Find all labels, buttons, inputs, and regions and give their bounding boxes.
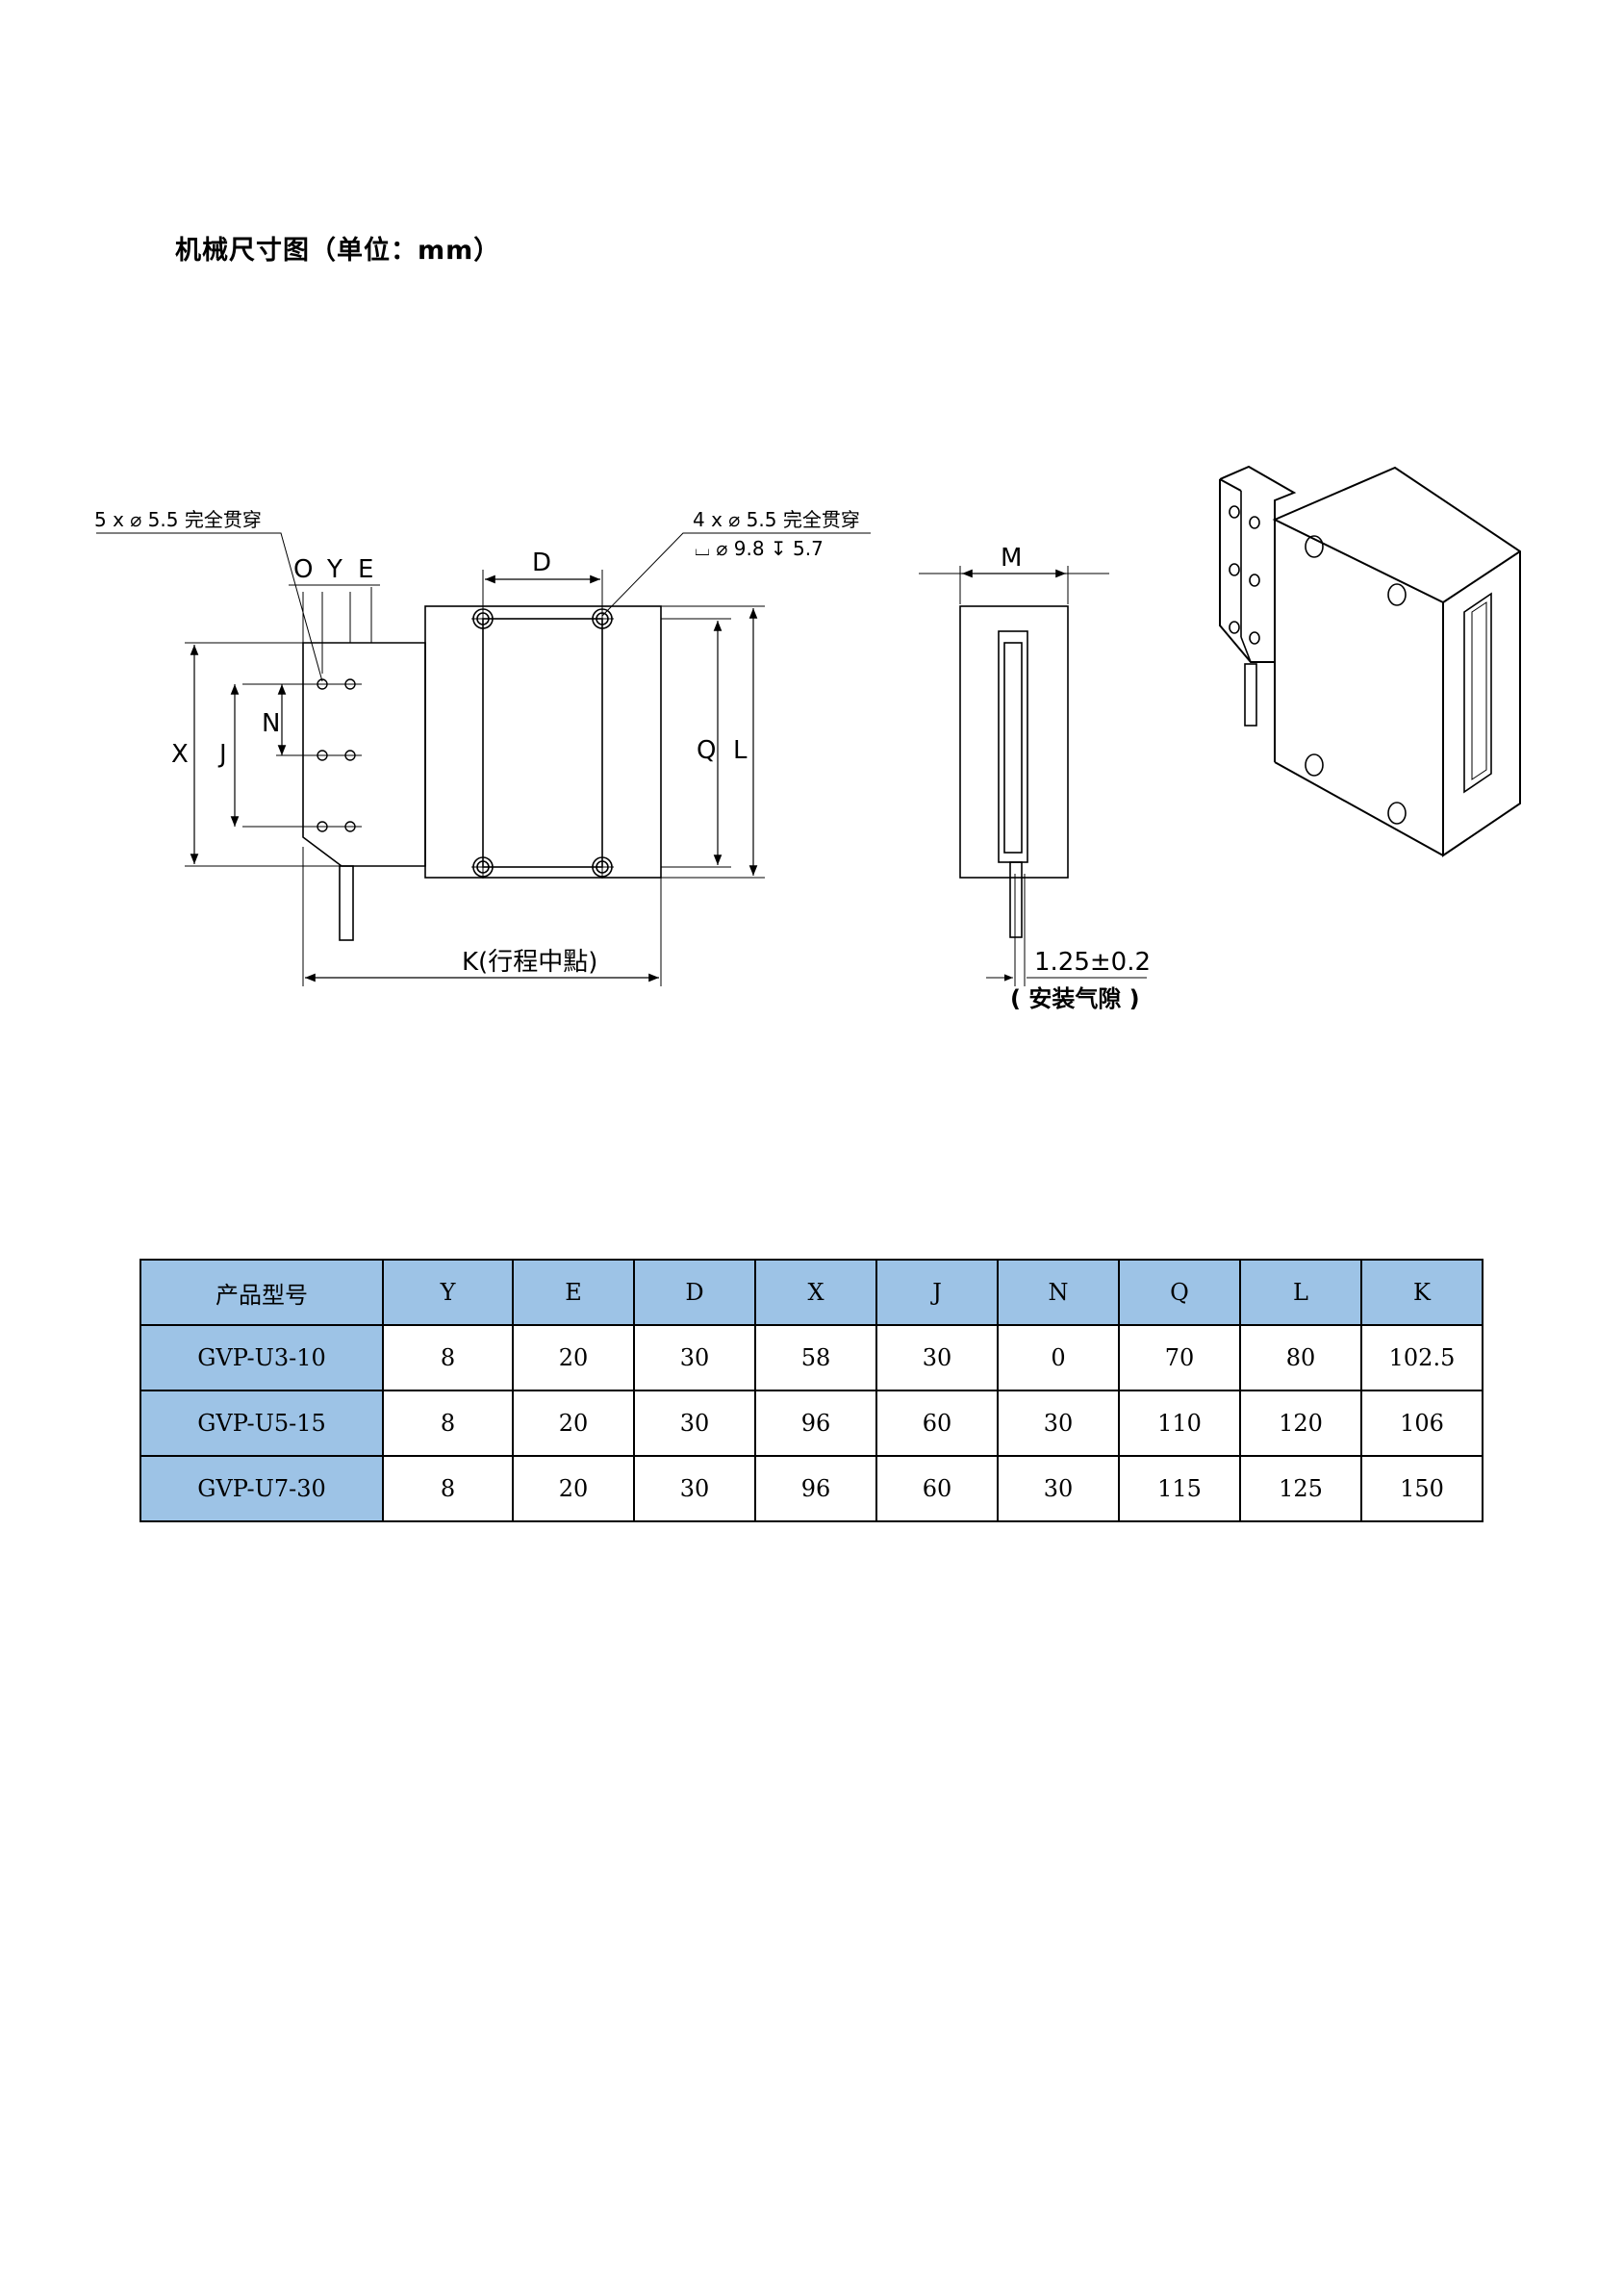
table-cell: 96 (754, 1390, 877, 1457)
table-cell: 20 (512, 1324, 635, 1391)
table-cell: 80 (1239, 1324, 1362, 1391)
dim-label-o: O (293, 555, 313, 584)
table-cell: 30 (997, 1455, 1120, 1522)
table-cell: 20 (512, 1390, 635, 1457)
counterbore-note: ⌴ ⌀ 9.8 ↧ 5.7 (695, 537, 824, 560)
mechanical-drawing: 5 x ⌀ 5.5 完全贯穿 4 x ⌀ 5.5 完全贯穿 ⌴ ⌀ 9.8 ↧ … (94, 465, 1521, 1012)
table-cell: 58 (754, 1324, 877, 1391)
cell-model: GVP-U7-30 (139, 1455, 384, 1522)
table-cell: 30 (633, 1390, 756, 1457)
table-cell: 110 (1118, 1390, 1241, 1457)
dim-label-j: J (217, 740, 227, 769)
dim-label-e: E (358, 555, 373, 584)
dim-label-q: Q (697, 736, 716, 765)
table-cell: 30 (997, 1390, 1120, 1457)
table-cell: 20 (512, 1455, 635, 1522)
table-cell: 30 (633, 1455, 756, 1522)
header-k: K (1360, 1259, 1484, 1326)
dim-label-k: K(行程中點) (462, 948, 597, 977)
table-cell: 115 (1118, 1455, 1241, 1522)
header-j: J (875, 1259, 999, 1326)
hole-note-4x: 4 x ⌀ 5.5 完全贯穿 (693, 508, 860, 531)
table-cell: 8 (382, 1390, 514, 1457)
dim-label-n: N (262, 709, 280, 738)
table-row: GVP-U7-30 8 20 30 96 60 30 115 125 150 (139, 1455, 1484, 1522)
dim-label-m: M (1001, 544, 1022, 573)
header-e: E (512, 1259, 635, 1326)
air-gap-note: ( 安装气隙 ) (1010, 985, 1140, 1012)
dim-label-l: L (733, 736, 748, 765)
table-cell: 60 (875, 1455, 999, 1522)
table-cell: 30 (633, 1324, 756, 1391)
dim-label-y: Y (326, 555, 342, 584)
dim-label-gap: 1.25±0.2 (1034, 948, 1151, 977)
header-model: 产品型号 (139, 1259, 384, 1326)
header-n: N (997, 1259, 1120, 1326)
table-row: GVP-U3-10 8 20 30 58 30 0 70 80 102.5 (139, 1324, 1484, 1391)
table-cell: 106 (1360, 1390, 1484, 1457)
cell-model: GVP-U3-10 (139, 1324, 384, 1391)
table-cell: 0 (997, 1324, 1120, 1391)
table-cell: 8 (382, 1455, 514, 1522)
table-cell: 102.5 (1360, 1324, 1484, 1391)
table-cell: 8 (382, 1324, 514, 1391)
page-heading: 机械尺寸图（单位：mm） (175, 236, 501, 266)
table-cell: 60 (875, 1390, 999, 1457)
table-cell: 70 (1118, 1324, 1241, 1391)
header-l: L (1239, 1259, 1362, 1326)
table-cell: 125 (1239, 1455, 1362, 1522)
header-x: X (754, 1259, 877, 1326)
dim-label-x: X (171, 740, 189, 769)
cell-model: GVP-U5-15 (139, 1390, 384, 1457)
header-y: Y (382, 1259, 514, 1326)
table-row: GVP-U5-15 8 20 30 96 60 30 110 120 106 (139, 1390, 1484, 1457)
table-cell: 30 (875, 1324, 999, 1391)
body-mount-hole (472, 608, 613, 878)
header-q: Q (1118, 1259, 1241, 1326)
hole-note-5x: 5 x ⌀ 5.5 完全贯穿 (94, 508, 262, 531)
table-header-row: 产品型号 Y E D X J N Q L K (139, 1259, 1484, 1326)
header-d: D (633, 1259, 756, 1326)
table-cell: 150 (1360, 1455, 1484, 1522)
spec-table: 产品型号 Y E D X J N Q L K GVP-U3-10 8 20 30… (139, 1259, 1484, 1522)
table-cell: 120 (1239, 1390, 1362, 1457)
table-cell: 96 (754, 1455, 877, 1522)
dim-label-d: D (532, 548, 551, 577)
